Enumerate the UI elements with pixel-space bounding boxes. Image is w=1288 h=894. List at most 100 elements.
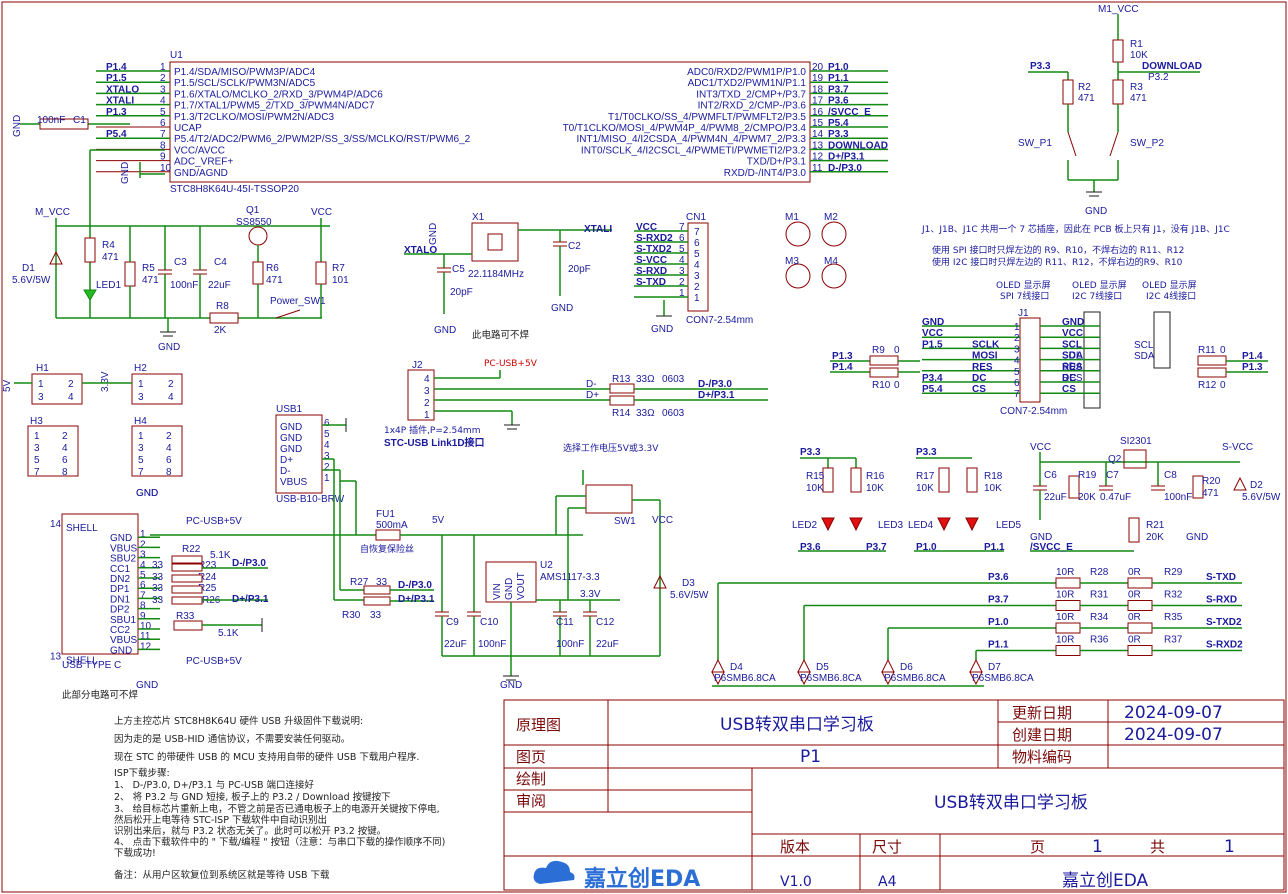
tb-v-schematic: USB转双串口学习板 bbox=[720, 715, 874, 735]
led4-ref: LED4 bbox=[908, 520, 933, 531]
cn1-pin-num-inner: 6 bbox=[694, 238, 700, 249]
isp-notes: 上方主控芯片 STC8H8K64U 硬件 USB 升级固件下载说明:因为走的是 … bbox=[114, 715, 445, 881]
cn1-pin-num-inner: 4 bbox=[694, 260, 700, 271]
svg-text:6: 6 bbox=[166, 455, 172, 466]
u1-net-label: XTALO bbox=[106, 84, 139, 95]
c9-ref: C9 bbox=[446, 617, 459, 628]
serial-r-series bbox=[1055, 577, 1081, 589]
u1-net-label: P1.5 bbox=[106, 73, 127, 84]
r30-value: 33 bbox=[370, 610, 382, 621]
tb-v-updated: 2024-09-07 bbox=[1124, 703, 1223, 723]
serial-r-series bbox=[1055, 622, 1081, 634]
q2-ref: SI2301 bbox=[1120, 436, 1152, 447]
c2-value: 20pF bbox=[568, 264, 591, 275]
c2-ref: C2 bbox=[568, 241, 581, 252]
j1-mid-label: CS bbox=[972, 384, 986, 395]
tb-v-page: P1 bbox=[800, 747, 821, 767]
m4-label: M4 bbox=[824, 256, 838, 267]
r18-ref: R18 bbox=[984, 471, 1003, 482]
svg-text:2: 2 bbox=[424, 398, 430, 409]
sw1-vcc: VCC bbox=[652, 515, 673, 526]
power-led-block: M_VCC D1 5.6V/5W R4 471 LED1 R5 471 C3 1… bbox=[12, 205, 349, 353]
usbc-part: USB TYPE C bbox=[62, 660, 121, 671]
oled-note-3: 使用 I2C 接口时只焊左边的 R11、R12，不焊右边的R9、R10 bbox=[932, 256, 1183, 268]
r27-ref: R27 bbox=[350, 577, 369, 588]
u1-net-label: P5.4 bbox=[106, 129, 127, 140]
u1-pin-num: 10 bbox=[160, 163, 172, 174]
svcc-vcc: VCC bbox=[1030, 442, 1051, 453]
h2-33v: 3.3V bbox=[100, 371, 111, 392]
tb-k-draw: 绘制 bbox=[516, 770, 546, 788]
u1-gnd-label: GND bbox=[120, 162, 131, 184]
serial-r2-ref: R32 bbox=[1164, 590, 1183, 601]
r33-ref: R33 bbox=[176, 611, 195, 622]
oled-h1b: SPI 7线接口 bbox=[1000, 290, 1049, 302]
j1-right-net: RES bbox=[1062, 362, 1083, 373]
tvs-value: P6SMB6.8CA bbox=[714, 673, 776, 684]
svg-text:1: 1 bbox=[424, 410, 430, 421]
r6-ref: R6 bbox=[266, 263, 279, 274]
c12-value: 22uF bbox=[596, 639, 619, 650]
j1-left-net: GND bbox=[922, 317, 944, 328]
u1-pin-num: 6 bbox=[160, 118, 166, 129]
svg-text:33: 33 bbox=[152, 583, 164, 594]
c8-ref: C8 bbox=[1164, 470, 1177, 481]
usb1-pin-name: D- bbox=[280, 466, 291, 477]
fu1-ref: FU1 bbox=[376, 509, 395, 520]
c6-ref: C6 bbox=[1044, 470, 1057, 481]
u1-pin-num: 20 bbox=[812, 62, 824, 73]
u2-part: AMS1117-3.3 bbox=[540, 572, 600, 583]
cn1-ref: CN1 bbox=[686, 212, 706, 223]
note-line: 3、 给目标芯片重新上电，不管之前是否已通电板子上的电源开关键按下停电, bbox=[114, 803, 440, 815]
u1-pin-name: P1.6/XTALO/MCLKO_2/RXD_3/PWM4P/ADC6 bbox=[174, 89, 383, 100]
r2-ref: R2 bbox=[1078, 82, 1091, 93]
svg-text:3: 3 bbox=[424, 386, 430, 397]
r7-value: 101 bbox=[332, 275, 349, 286]
serial-r-value: 10R bbox=[1056, 635, 1074, 646]
usbc-pin-name: SHELL bbox=[66, 523, 98, 534]
u1-net-label: P3.7 bbox=[828, 84, 849, 95]
j1-pin-num: 4 bbox=[1014, 356, 1020, 367]
r12-body bbox=[1197, 367, 1227, 378]
r10-value: 0 bbox=[894, 380, 900, 391]
oled-h2: OLED 显示屏 bbox=[1072, 280, 1127, 291]
c4-value: 22uF bbox=[208, 280, 231, 291]
headers-gnd: GND bbox=[136, 488, 158, 499]
svg-text:2: 2 bbox=[62, 431, 68, 442]
u2-ref: U2 bbox=[540, 560, 553, 571]
svg-text:VIN: VIN bbox=[492, 583, 503, 600]
tb-k-size: 尺寸 bbox=[872, 838, 902, 856]
tvs-value: P6SMB6.8CA bbox=[884, 673, 946, 684]
cn1-pin-num: 4 bbox=[679, 255, 685, 266]
j1b-label: SCL bbox=[1062, 350, 1082, 361]
svg-text:3: 3 bbox=[38, 392, 44, 403]
r14-size: 0603 bbox=[662, 408, 685, 419]
status-p33-a: P3.3 bbox=[800, 447, 821, 458]
power-sw-ref: Power_SW1 bbox=[270, 296, 326, 307]
j2-ref: J2 bbox=[412, 360, 423, 371]
cn1-gnd: GND bbox=[651, 324, 673, 335]
serial-out-net: S-RXD bbox=[1206, 595, 1237, 606]
r9-ref: R9 bbox=[872, 345, 885, 356]
mount-hole bbox=[821, 263, 847, 289]
r11-body bbox=[1197, 355, 1227, 366]
usbc-pin-num: 8 bbox=[140, 601, 146, 612]
c7-value: 0.47uF bbox=[1100, 492, 1131, 503]
u1-pin-num: 17 bbox=[812, 96, 824, 107]
oled-p14-net: P1.4 bbox=[832, 362, 853, 373]
u1-net-label: P3.6 bbox=[828, 96, 849, 107]
tb-k-review: 审阅 bbox=[516, 792, 546, 810]
mount-hole bbox=[785, 263, 811, 289]
svg-text:3: 3 bbox=[138, 443, 144, 454]
j2-pcusb: PC-USB+5V bbox=[484, 359, 538, 369]
serial-r-jumper bbox=[1127, 645, 1153, 656]
c4-ref: C4 bbox=[214, 257, 227, 268]
usb1-pin-name: VBUS bbox=[280, 477, 308, 488]
r19-value: 20K bbox=[1078, 492, 1096, 503]
r11-value: 0 bbox=[1220, 345, 1226, 356]
download-gnd: GND bbox=[1085, 206, 1107, 217]
serial-out-net: S-RXD2 bbox=[1206, 640, 1243, 651]
tvs-value: P6SMB6.8CA bbox=[972, 673, 1034, 684]
